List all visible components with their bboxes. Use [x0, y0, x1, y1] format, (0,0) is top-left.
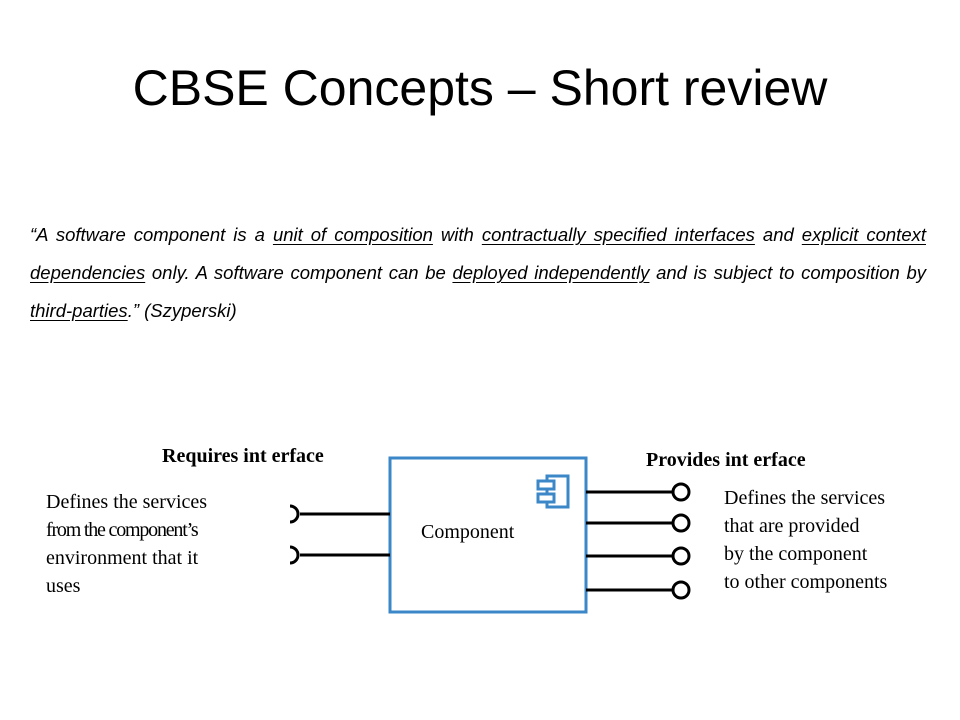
- provided-interface-1: [586, 482, 691, 502]
- requires-desc-line-3: environment that it: [46, 547, 199, 569]
- component-label: Component: [421, 521, 515, 543]
- provides-desc-line-1: Defines the services: [724, 487, 886, 509]
- quote-underline-context-dependencies: explicit context dependencies: [30, 224, 926, 283]
- quote-underline-third-parties: third-parties: [30, 300, 128, 321]
- required-interface-1: [289, 504, 390, 524]
- quote-underline-interfaces: contractually specified interfaces: [481, 224, 755, 245]
- quote-text-4: only. A software component can be: [145, 262, 453, 283]
- quote-underline-deployed-independently: deployed independently: [452, 262, 650, 283]
- provides-description: Defines the services that are provided b…: [724, 484, 887, 596]
- required-interface-2: [289, 545, 390, 565]
- quote-open-mark: “: [30, 224, 37, 245]
- component-icon: [536, 474, 570, 509]
- quote-text-5: and is subject to composition by: [649, 262, 926, 283]
- provides-desc-line-4: to other components: [724, 571, 888, 593]
- quote-text-1: A software component is a: [36, 224, 273, 245]
- provides-desc-line-3: by the component: [724, 543, 868, 565]
- slide-title: CBSE Concepts – Short review: [132, 60, 828, 116]
- requires-interface-heading: Requires int erface: [162, 445, 324, 467]
- provides-interface-heading: Provides int erface: [646, 449, 806, 471]
- requires-desc-line-4: uses: [46, 575, 81, 597]
- provides-desc-line-2: that are provided: [724, 515, 860, 537]
- requires-desc-line-1: Defines the services: [46, 491, 208, 513]
- quote-text-2: with: [432, 224, 482, 245]
- provided-interface-2: [586, 513, 691, 533]
- quote-text-6: .” (Szyperski): [127, 300, 237, 321]
- requires-description: Defines the services from the component’…: [46, 488, 207, 600]
- quote-underline-unit-of-composition: unit of composition: [272, 224, 433, 245]
- quote-text-3: and: [754, 224, 802, 245]
- provided-interface-4: [586, 580, 691, 600]
- szyperski-quote: “A software component is a unit of compo…: [30, 216, 926, 330]
- provided-interface-3: [586, 546, 691, 566]
- requires-desc-line-2: from the component’s: [46, 519, 199, 541]
